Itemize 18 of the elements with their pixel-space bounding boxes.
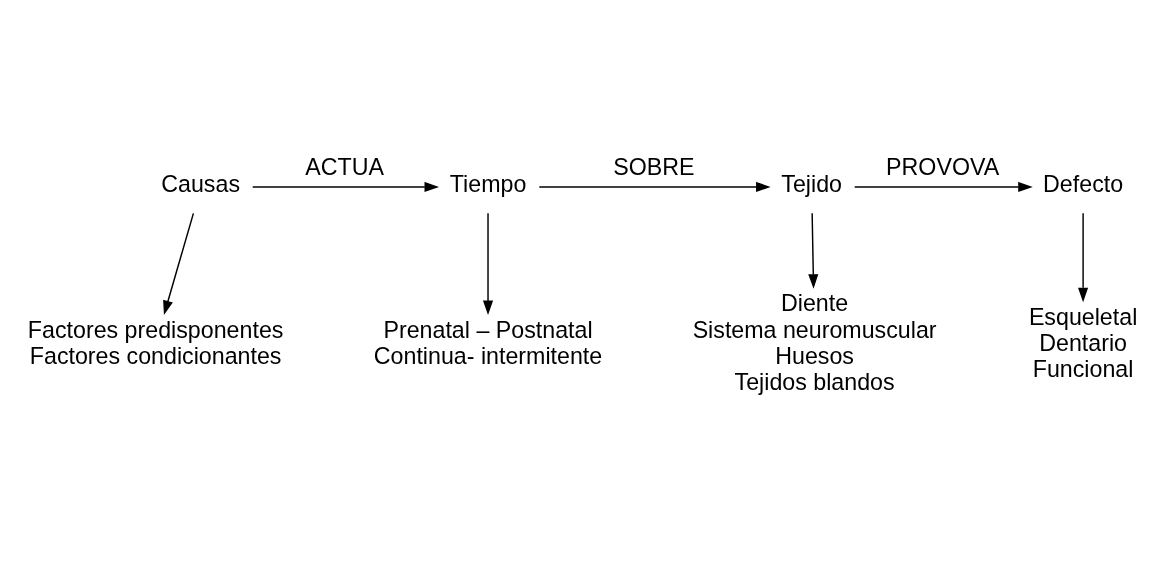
edge-label: ACTUA: [305, 154, 385, 181]
node-text: Tejido: [781, 171, 843, 198]
arrow: [538, 181, 771, 193]
node-text: Causas: [161, 171, 240, 198]
arrow: [251, 181, 440, 193]
arrow: [808, 212, 819, 289]
node-text: Tiempo: [449, 171, 527, 198]
node-text: Prenatal – Postnatal Continua- intermitente: [373, 316, 603, 369]
node-text: Factores predisponentes Factores condicionantes: [27, 316, 284, 369]
edge-label: PROVOVA: [886, 154, 1000, 181]
node-text: Diente Sistema neuromuscular Huesos Tejidos blandos: [692, 290, 937, 395]
arrow: [1078, 212, 1089, 303]
arrow: [853, 181, 1033, 193]
arrow: [163, 212, 195, 316]
node-text: Defecto: [1043, 171, 1124, 198]
node-text: Esqueletal Dentario Funcional: [1028, 303, 1138, 382]
edge-label: SOBRE: [613, 154, 695, 181]
arrow: [482, 212, 494, 316]
